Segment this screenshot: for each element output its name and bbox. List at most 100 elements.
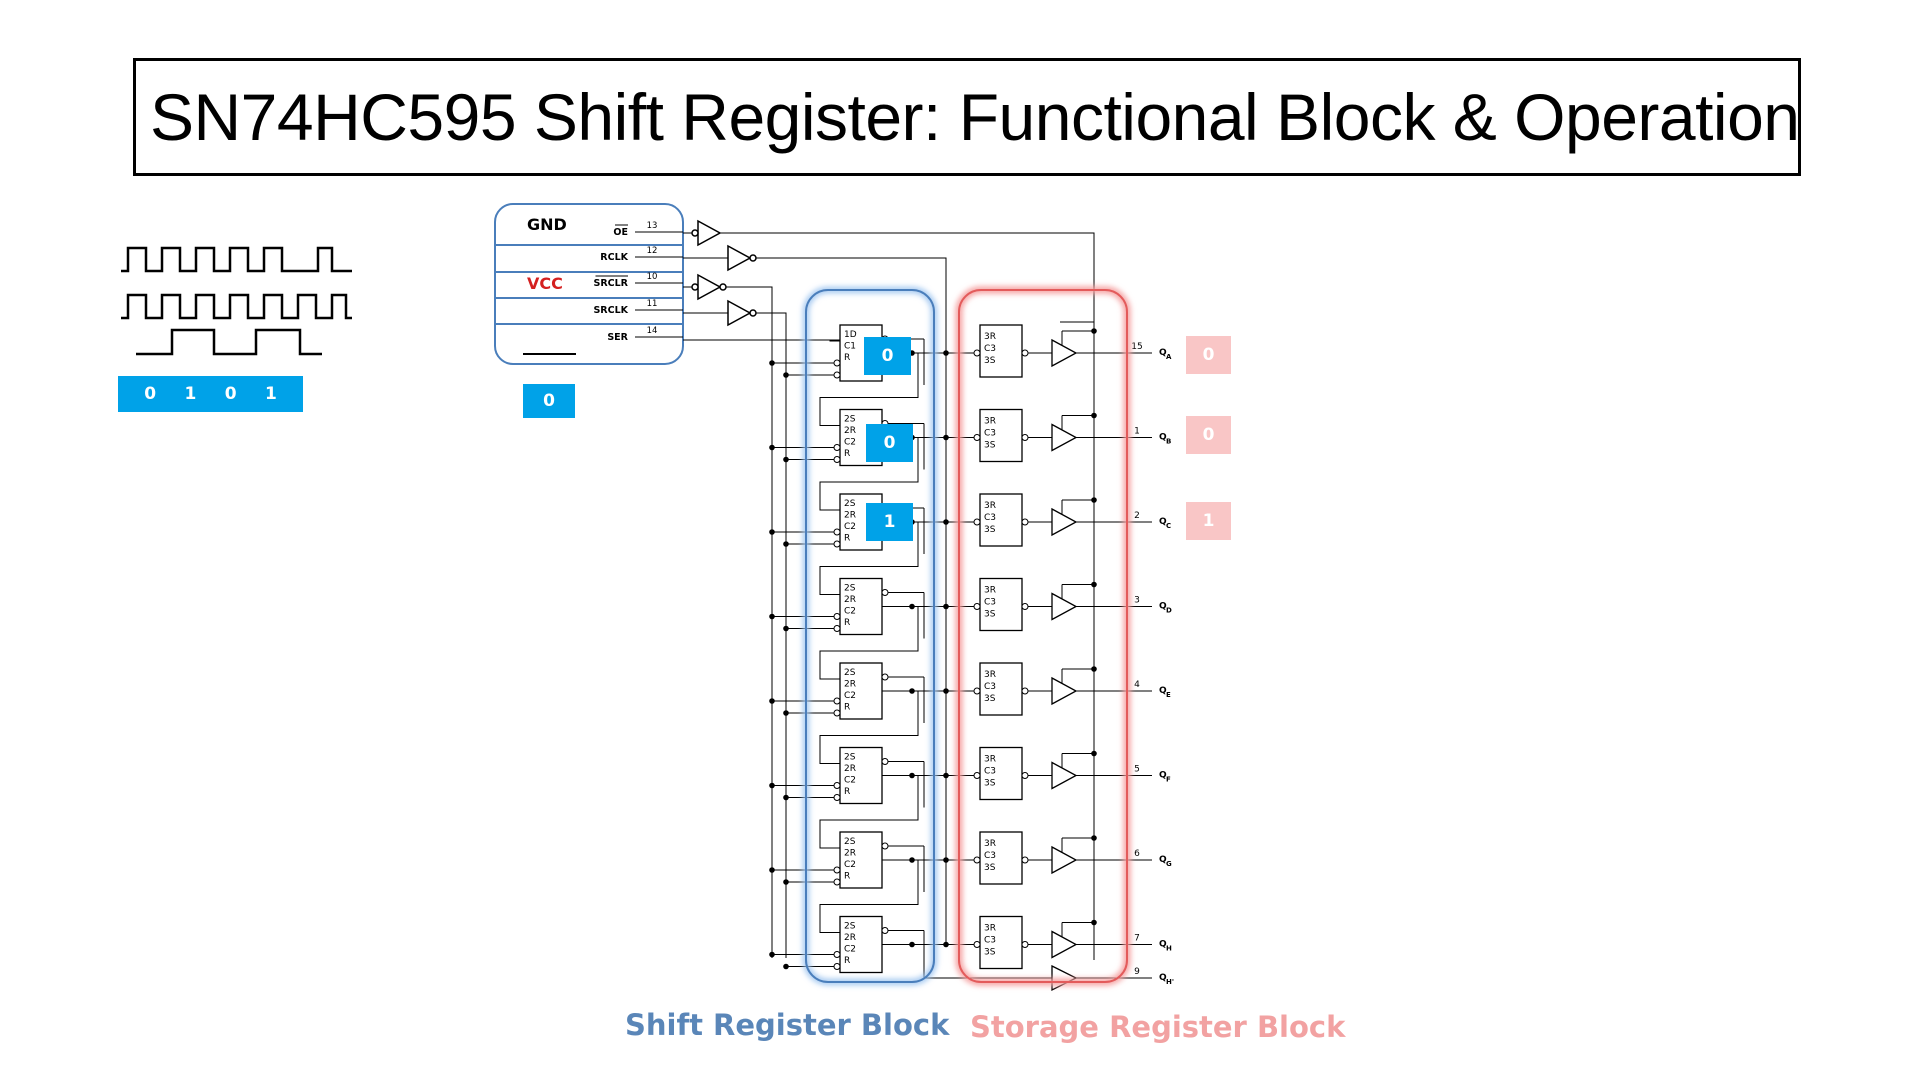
output-bubble — [881, 589, 889, 596]
inversion-bubble — [833, 613, 841, 620]
flip-flop-label: 2R — [844, 764, 856, 774]
junction — [783, 963, 789, 970]
output-buffer — [1051, 845, 1078, 875]
clock-waveforms — [121, 246, 352, 356]
junction — [769, 782, 775, 789]
flip-flop-label: 3S — [984, 694, 996, 704]
junction — [943, 857, 949, 863]
chain-wire — [819, 775, 919, 849]
flip-flop-label: 2R — [844, 511, 856, 521]
chain-wire — [819, 521, 919, 595]
pin-number: 12 — [647, 246, 658, 256]
output-label: Q — [1159, 686, 1167, 696]
output-label: Q — [1159, 517, 1167, 527]
flip-flop-label: 2S — [844, 668, 856, 678]
shift-block-label: Shift Register Block — [625, 1008, 950, 1042]
output-value: 0 — [1186, 336, 1231, 374]
output-label: Q — [1159, 855, 1167, 865]
output-label: Q — [1159, 433, 1167, 443]
storage-flip-flop — [979, 915, 1023, 970]
flip-flop-label: 3R — [984, 501, 996, 511]
output-subscript: H' — [1166, 978, 1174, 986]
flip-flop-label: R — [844, 618, 850, 628]
junction — [769, 613, 775, 620]
storage-flip-flop — [979, 577, 1023, 632]
output-buffer — [1051, 507, 1078, 537]
inversion-bubble — [833, 951, 841, 958]
inversion-bubble — [833, 456, 841, 463]
output-bubble — [1021, 856, 1029, 864]
pin-number: 9 — [1134, 967, 1140, 977]
inversion-bubble — [833, 359, 841, 367]
flip-flop-label: R — [844, 872, 850, 882]
junction — [943, 772, 949, 779]
junction — [1091, 412, 1097, 419]
flip-flop-label: 1D — [844, 330, 857, 340]
junction — [943, 434, 949, 441]
storage-register-outline — [955, 286, 1131, 986]
output-buffer — [1051, 930, 1078, 959]
output-subscript: A — [1166, 353, 1172, 361]
shift-cell-value: 0 — [864, 337, 911, 375]
waveform-1 — [121, 246, 352, 273]
output-bubble — [1021, 941, 1029, 948]
bit-value: 1 — [184, 384, 197, 404]
flip-flop-label: 3R — [984, 332, 996, 342]
junction — [943, 603, 949, 610]
pin-number: 10 — [647, 272, 658, 282]
ser-wire — [683, 339, 840, 342]
flip-flop-label: C2 — [844, 691, 856, 701]
output-buffer — [1051, 761, 1078, 790]
inversion-bubble — [973, 518, 981, 526]
flip-flop-label: 2S — [844, 753, 856, 763]
flip-flop-label: R — [844, 956, 850, 966]
flip-flop-label: 3R — [984, 924, 996, 934]
inversion-bubble — [973, 856, 981, 864]
junction — [783, 879, 789, 885]
page-title: SN74HC595 Shift Register: Functional Blo… — [150, 80, 1800, 154]
waveform-3 — [136, 328, 322, 356]
shift-flip-flop — [839, 915, 883, 974]
inversion-bubble — [833, 794, 841, 801]
storage-flip-flop — [979, 746, 1023, 801]
output-label: Q — [1159, 602, 1167, 612]
output-bubble — [1021, 687, 1029, 695]
pin-number: 1 — [1134, 427, 1140, 437]
flip-flop-label: 2R — [844, 933, 856, 943]
inversion-bubble — [973, 349, 981, 357]
flip-flop-label: C3 — [984, 682, 996, 692]
output-bubble — [1021, 518, 1029, 526]
pin-number: 14 — [647, 326, 658, 336]
flip-flop-label: 3R — [984, 670, 996, 680]
junction — [1091, 328, 1097, 334]
output-subscript: D — [1166, 607, 1172, 615]
flip-flop-label: C2 — [844, 522, 856, 532]
flip-flop-label: 3S — [984, 610, 996, 620]
pin-label: RCLK — [600, 252, 628, 263]
storage-block-label: Storage Register Block — [970, 1010, 1346, 1044]
flip-flop-label: C1 — [844, 342, 856, 352]
inversion-bubble — [833, 782, 841, 789]
flip-flop-label: R — [844, 449, 850, 459]
shift-register-outline — [803, 287, 937, 985]
ser-value: 0 — [523, 384, 575, 418]
output-label: Q — [1159, 348, 1167, 358]
output-subscript: H — [1166, 945, 1172, 953]
inversion-bubble — [833, 866, 841, 874]
bit-sequence: 0 1 0 1 — [118, 376, 303, 412]
junction — [783, 456, 789, 463]
output-bubble — [881, 758, 889, 765]
flip-flop-label: 2S — [844, 922, 856, 932]
inversion-bubble — [833, 444, 841, 451]
junction — [769, 867, 775, 873]
flip-flop-label: 2R — [844, 680, 856, 690]
storage-flip-flop — [979, 324, 1023, 378]
flip-flop-label: 2R — [844, 849, 856, 859]
